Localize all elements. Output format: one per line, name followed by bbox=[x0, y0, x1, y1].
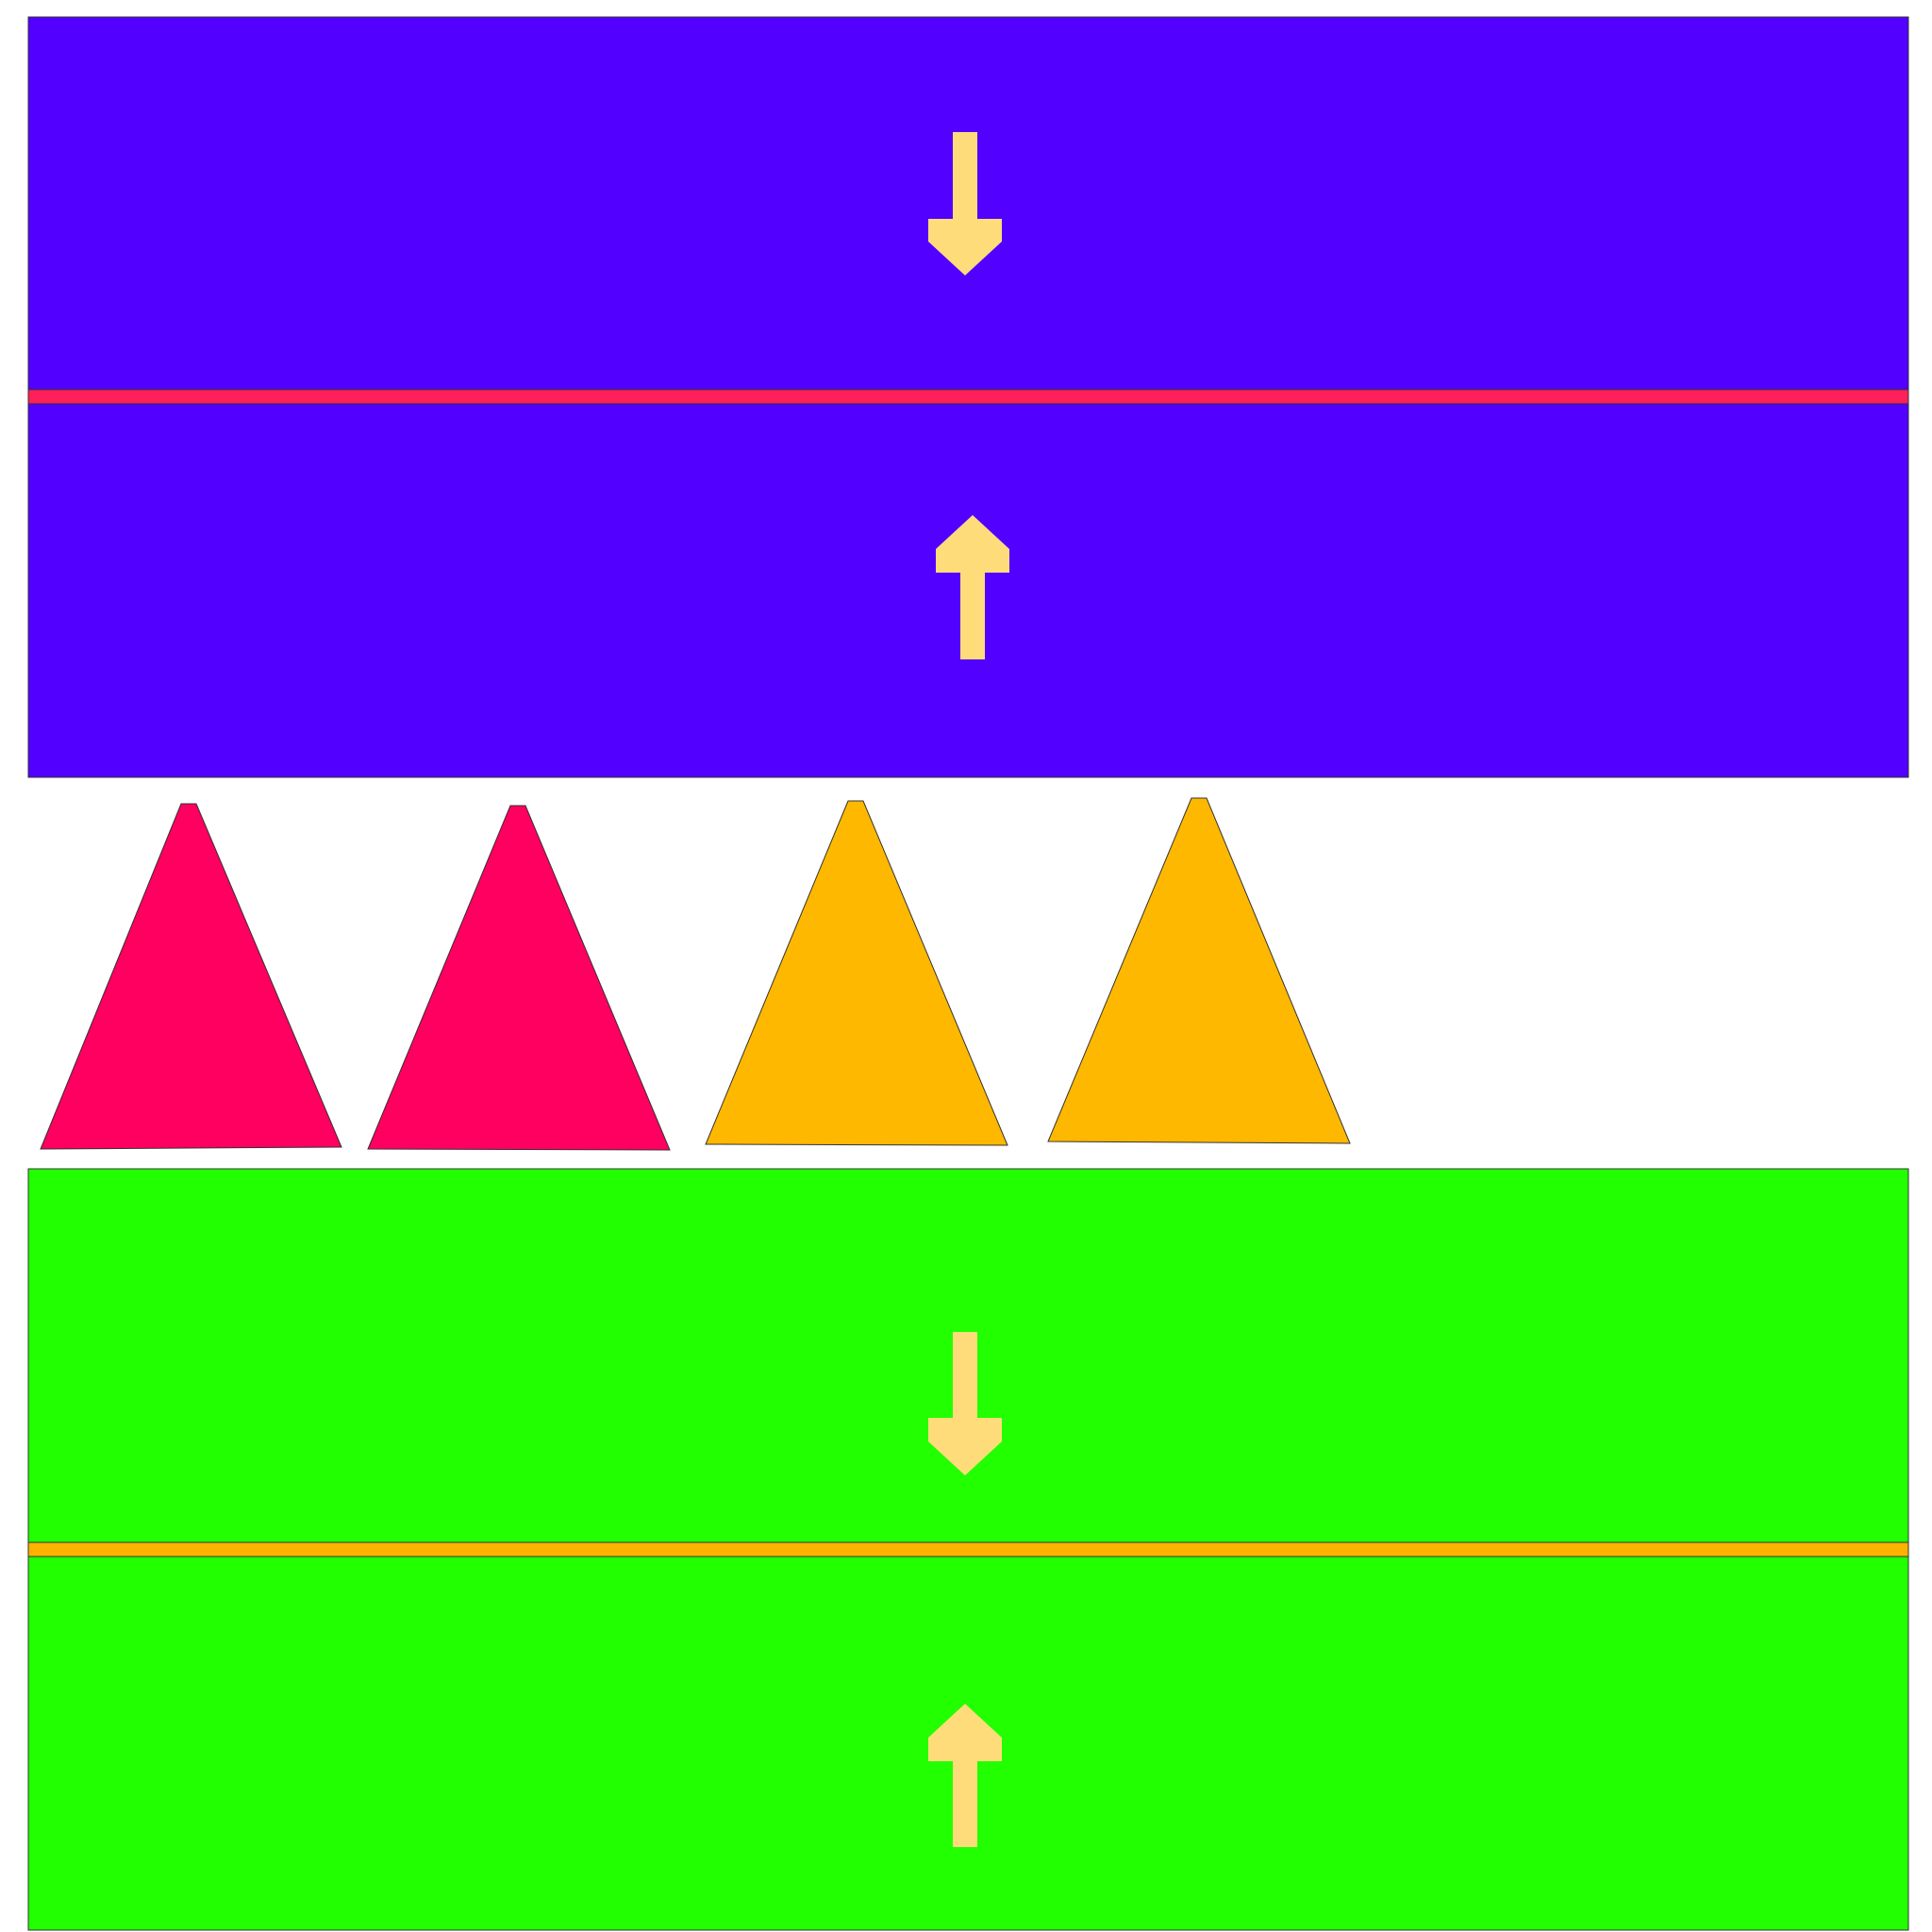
down-arrow-icon bbox=[928, 132, 1002, 275]
green-panel-divider bbox=[27, 1541, 1909, 1557]
purple-panel bbox=[27, 16, 1909, 778]
up-arrow-icon bbox=[928, 1704, 1002, 1847]
triangle-orange-2 bbox=[1047, 797, 1351, 1144]
down-arrow-icon bbox=[928, 1332, 1002, 1475]
triangle-pink-1 bbox=[40, 803, 342, 1150]
green-panel bbox=[27, 1168, 1909, 1931]
triangle-pink-2 bbox=[367, 805, 671, 1151]
purple-panel-divider bbox=[27, 389, 1909, 405]
triangle-orange-1 bbox=[705, 800, 1008, 1146]
up-arrow-icon bbox=[936, 515, 1009, 659]
triangle-row bbox=[40, 797, 1351, 1151]
